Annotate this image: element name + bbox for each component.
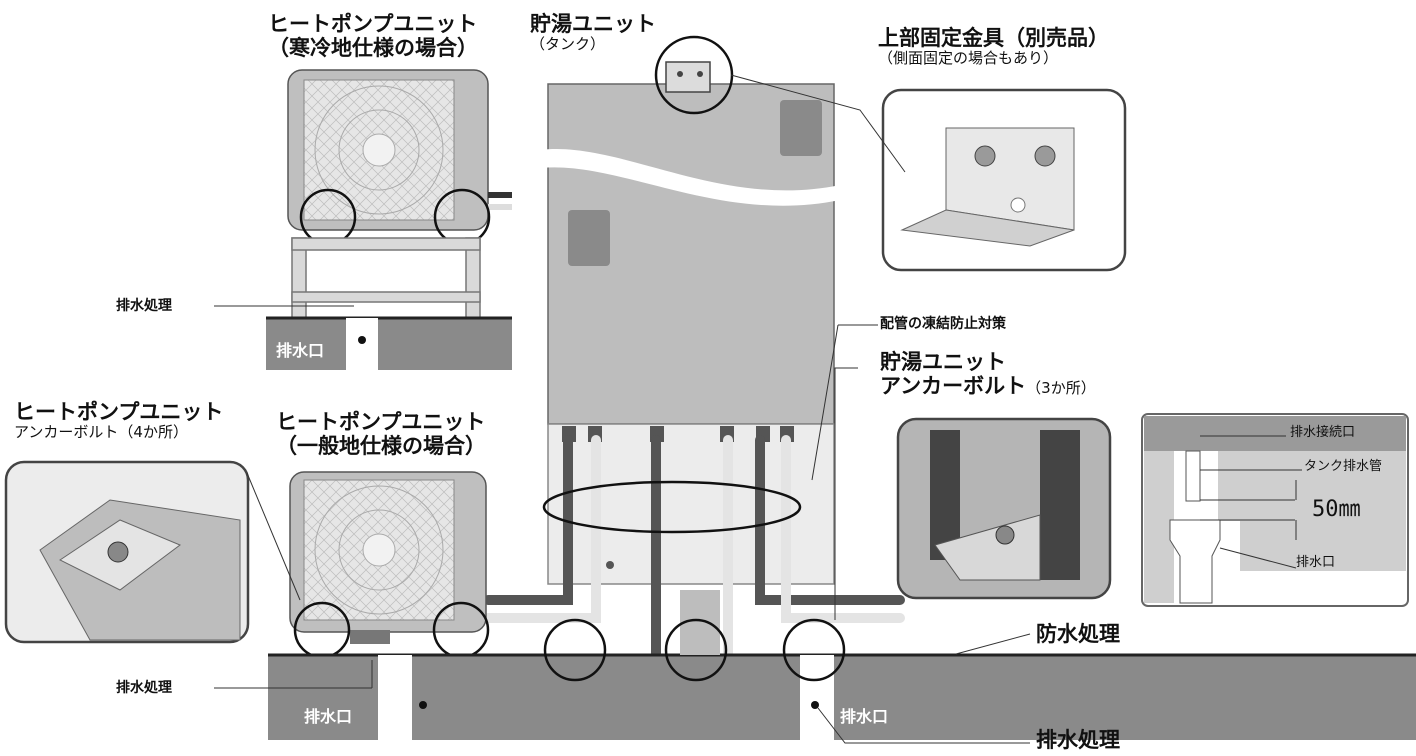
ground-top [266, 318, 512, 370]
hp-anchor-detail [4, 460, 250, 644]
waterproof-label: 防水処理 [1036, 622, 1120, 646]
cold-stand [291, 237, 481, 321]
tank-anchor-title: 貯湯ユニット アンカーボルト（3か所） [880, 350, 1096, 399]
drain-treatment-top: 排水処理 [116, 298, 172, 314]
hp-anchor-title: ヒートポンプユニット アンカーボルト（4か所） [14, 400, 224, 442]
ground-circle [543, 618, 607, 682]
heat-pump-general-unit [289, 471, 490, 659]
bracket-title: 上部固定金具（別売品） （側面固定の場合もあり） [878, 26, 1109, 68]
tank-title: 貯湯ユニット （タンク） [530, 12, 656, 54]
drain-treatment-mid: 排水処理 [116, 680, 172, 696]
bracket-detail [881, 88, 1127, 272]
tank-drain-pipe-label: タンク排水管 [1304, 459, 1383, 474]
drain-outlet-top: 排水口 [276, 341, 325, 360]
hp-general-title: ヒートポンプユニット （一般地仕様の場合） [276, 410, 486, 459]
drain-connection-label: 排水接続口 [1290, 425, 1356, 440]
drain-outlet-right: 排水口 [840, 707, 889, 726]
drain-treatment-bottom: 排水処理 [1036, 728, 1120, 752]
heat-pump-cold-unit [287, 69, 512, 321]
tank-anchor-detail [896, 417, 1112, 600]
drain-outlet-left: 排水口 [304, 707, 353, 726]
drain-detail [1141, 413, 1409, 607]
drain-outlet-detail: 排水口 [1296, 555, 1336, 570]
ground-main [268, 655, 1416, 740]
hot-water-tank [540, 83, 840, 585]
gap-label: 50㎜ [1312, 497, 1361, 522]
ground-circle [664, 618, 728, 682]
ground-circle [782, 618, 846, 682]
freeze-protection: 配管の凍結防止対策 [880, 316, 1006, 332]
hp-cold-title: ヒートポンプユニット （寒冷地仕様の場合） [268, 12, 478, 61]
freeze-ellipse [542, 480, 802, 534]
